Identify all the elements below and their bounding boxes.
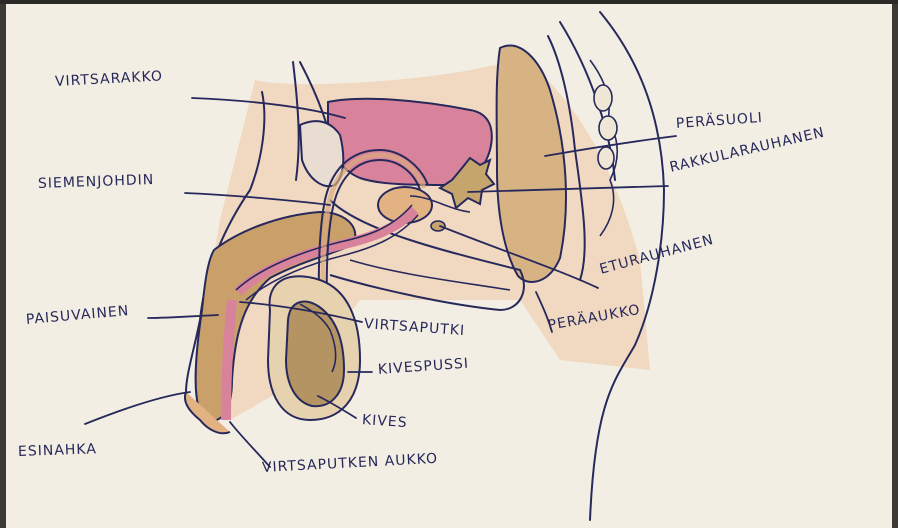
vertebra-1 <box>594 85 612 111</box>
vertebra-3 <box>598 147 614 169</box>
label-esinahka: ESINAHKA <box>18 441 97 460</box>
vertebra-2 <box>599 116 617 140</box>
top-border <box>0 0 898 4</box>
label-kives: KIVES <box>361 412 408 431</box>
bulbourethral-gland <box>431 221 445 231</box>
left-border <box>0 0 6 528</box>
right-border <box>892 0 898 528</box>
urethra-pink-distal <box>226 300 232 420</box>
